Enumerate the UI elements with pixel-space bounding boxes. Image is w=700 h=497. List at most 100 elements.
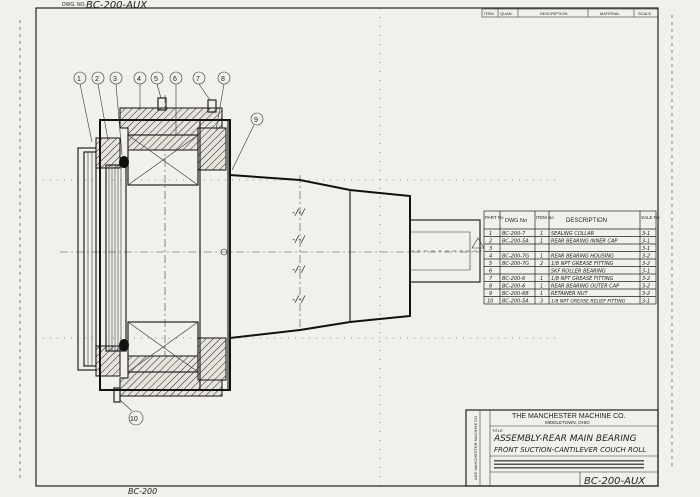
table-row: 2 BC-200-5A 1 REAR BEARING INNER CAP 3-1 (489, 239, 650, 245)
svg-text:-/-/: -/-/ (292, 235, 306, 245)
table-cell: 7 (196, 76, 200, 83)
table-row: 8 BC-200-6 1 REAR BEARING OUTER CAP 3-2 (489, 284, 650, 290)
table-cell: 3-2 (642, 284, 650, 290)
table-cell: 3-1 (642, 231, 650, 237)
company-city: MIDDLETOWN, OHIO (545, 420, 590, 425)
table-row: 7 BC-200-6 1 1/8 NPT GREASE FITTING 3-2 (489, 276, 650, 282)
table-cell: ITEM No (536, 215, 554, 220)
table-cell: 2 (540, 261, 543, 267)
table-cell: 10 (487, 299, 493, 305)
table-cell: 4 (489, 254, 492, 260)
drawing-subtitle: FRONT SUCTION-CANTILEVER COUCH ROLL (494, 446, 646, 454)
table-cell: SCALE (638, 11, 651, 16)
table-cell: 3-1 (642, 299, 650, 305)
svg-text:-/-/: -/-/ (292, 295, 306, 305)
table-cell: 6 (173, 76, 177, 83)
table-cell: 9 (254, 117, 258, 124)
table-cell: 1 (540, 231, 543, 237)
callout-9: 9 (231, 112, 264, 171)
table-row: 5 BC-200-7G 2 1/8 NPT GREASE FITTING 3-2 (489, 261, 650, 267)
table-cell: BC-200-7 (502, 231, 526, 237)
table-row: 4 BC-200-7G 1 REAR BEARING HOUSING 3-2 (489, 254, 650, 260)
table-cell: 2 (489, 239, 492, 245)
table-cell: QUAN. (500, 11, 513, 16)
table-cell: 1 (77, 76, 81, 83)
table-cell: 8 (221, 76, 225, 83)
table-cell: REAR BEARING OUTER CAP (551, 284, 619, 290)
table-cell: 5 (489, 261, 492, 267)
table-row: 1 BC-200-7 1 SEALING COLLAR 3-1 (489, 231, 650, 237)
table-cell: DWG No (505, 218, 527, 224)
svg-text:-/-/: -/-/ (292, 265, 306, 275)
table-cell: BC-200-7G (502, 261, 529, 267)
margin-dwg-number: BC-200 (128, 487, 157, 496)
table-cell: SALE No (641, 215, 660, 220)
table-cell: 3-1 (642, 246, 650, 252)
svg-text:-/-/: -/-/ (292, 208, 306, 218)
callout-3: 3 (109, 71, 123, 156)
table-cell: MATERIAL (600, 11, 620, 16)
callout-2: 2 (91, 71, 109, 141)
table-cell: REAR BEARING HOUSING (551, 254, 614, 260)
table-cell: 3-2 (642, 261, 650, 267)
callout-4: 4 (133, 71, 147, 110)
table-cell: 8 (489, 284, 492, 290)
table-cell: SEALING COLLAR (551, 231, 594, 237)
table-cell: 1 (540, 254, 543, 260)
table-cell: SKF ROLLER BEARING (551, 269, 606, 275)
callout-balloons: 1 2 3 4 5 6 7 8 9 10 (73, 71, 264, 426)
table-cell: 9 (489, 291, 492, 297)
table-cell: 7 (489, 276, 493, 282)
sheet-border (35, 7, 659, 487)
table-cell: 3-2 (642, 254, 650, 260)
table-cell: RETAINER NUT (551, 291, 588, 297)
callout-7: 7 (192, 71, 211, 101)
dwg-number-top: BC-200-AUX (86, 0, 148, 11)
table-cell: PART No (485, 215, 504, 220)
table-cell: 1 (489, 231, 492, 237)
table-cell: DESCRIPTION (540, 11, 567, 16)
table-cell: 3-1 (642, 269, 650, 275)
table-cell: BC-200-6 (502, 276, 525, 282)
table-cell: BC-200-5A (502, 239, 529, 245)
callout-6: 6 (169, 71, 183, 135)
table-cell: 3-2 (642, 291, 650, 297)
table-cell: 2 (95, 76, 99, 83)
callout-1: 1 (73, 71, 93, 143)
table-cell: 1/8 NPT GREASE RELIEF FITTING (551, 299, 626, 305)
table-cell: ITEM (484, 11, 494, 16)
table-cell: 1/8 NPT GREASE FITTING (551, 261, 614, 267)
table-row: 3 3-1 (489, 246, 650, 252)
callout-5: 5 (150, 71, 164, 99)
table-cell: 3 (489, 246, 492, 252)
dwg-no-label: DWG. NO. (62, 2, 86, 8)
table-cell: BC-200-7G (502, 254, 529, 260)
title-block: ADD MANCHESTER MACHINE CO THE MANCHESTER… (465, 409, 659, 487)
drawing-title: ASSEMBLY-REAR MAIN BEARING (493, 434, 637, 444)
table-cell: 6 (489, 269, 492, 275)
title-label: TITLE (492, 428, 503, 433)
table-cell: BC-200-6B (502, 291, 529, 297)
table-cell: REAR BEARING INNER CAP (551, 239, 617, 245)
dwg-number-bottom: BC-200-AUX (584, 476, 646, 487)
table-cell: BC-200-5A (502, 299, 529, 305)
table-cell: 4 (137, 76, 141, 83)
table-cell: 1/8 NPT GREASE FITTING (551, 276, 614, 282)
table-cell: 3-1 (642, 239, 650, 245)
table-row: 6 SKF ROLLER BEARING 3-1 (489, 269, 650, 275)
side-stamp: ADD MANCHESTER MACHINE CO (473, 416, 478, 480)
table-cell: DESCRIPTION (566, 218, 607, 224)
table-cell: 5 (154, 76, 158, 83)
parts-table: PART No DWG No ITEM No DESCRIPTION SALE … (483, 210, 660, 305)
table-cell: 1 (540, 239, 543, 245)
table-cell: 3-2 (642, 276, 650, 282)
table-cell: BC-200-6 (502, 284, 525, 290)
table-cell: 3 (113, 76, 117, 83)
table-cell: 10 (130, 416, 138, 423)
table-cell: 1 (540, 276, 543, 282)
table-cell: 1 (540, 284, 543, 290)
callout-10: 10 (119, 399, 144, 426)
